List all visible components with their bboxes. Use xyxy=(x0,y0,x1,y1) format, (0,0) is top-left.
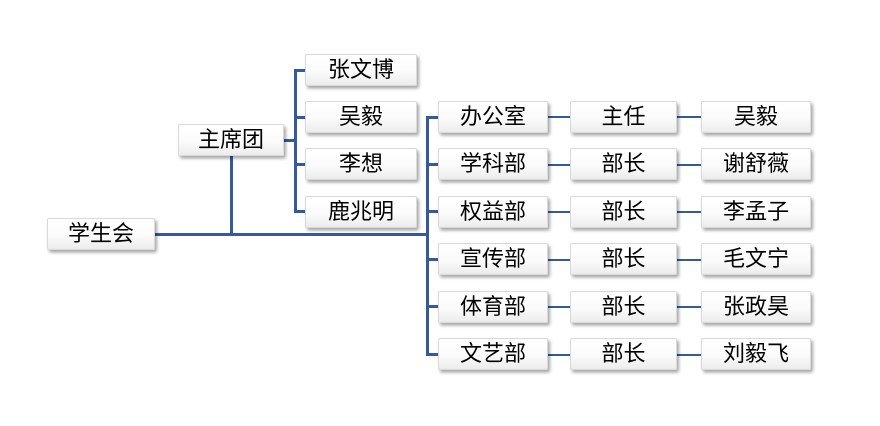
connector-dept-stub xyxy=(427,116,438,119)
org-node-title[interactable]: 部长 xyxy=(570,338,677,370)
connector-dept-stub xyxy=(427,305,438,308)
connector-member-stub xyxy=(296,116,305,119)
connector-dept-title xyxy=(548,306,570,308)
connector-title-name xyxy=(677,354,701,356)
connector-dept-stub xyxy=(427,353,438,356)
org-node-title[interactable]: 部长 xyxy=(570,148,677,180)
org-node-member[interactable]: 鹿兆明 xyxy=(305,196,417,228)
connector-dept-stub xyxy=(427,163,438,166)
connector-dept-title xyxy=(548,354,570,356)
connector-title-name xyxy=(677,116,701,118)
connector-title-name xyxy=(677,211,701,213)
org-node-title[interactable]: 部长 xyxy=(570,196,677,228)
org-node-person[interactable]: 刘毅飞 xyxy=(701,338,811,370)
connector-dept-title xyxy=(548,116,570,118)
org-node-presidium[interactable]: 主席团 xyxy=(178,124,284,156)
org-node-person[interactable]: 张政昊 xyxy=(701,291,811,323)
connector-dept-title xyxy=(548,211,570,213)
org-node-person[interactable]: 谢舒薇 xyxy=(701,148,811,180)
org-node-department[interactable]: 宣传部 xyxy=(438,243,548,275)
connector-title-name xyxy=(677,164,701,166)
org-node-person[interactable]: 李孟子 xyxy=(701,196,811,228)
connector-dept-title xyxy=(548,164,570,166)
org-node-member[interactable]: 李想 xyxy=(305,148,417,180)
connector-dept-stub xyxy=(427,210,438,213)
org-node-department[interactable]: 学科部 xyxy=(438,148,548,180)
connector-members-bracket xyxy=(294,69,297,213)
org-node-member[interactable]: 张文博 xyxy=(305,54,417,86)
connector-dept-spine xyxy=(426,116,429,356)
org-node-member[interactable]: 吴毅 xyxy=(305,101,417,133)
connector-root-main xyxy=(155,233,429,236)
org-node-department[interactable]: 权益部 xyxy=(438,196,548,228)
org-node-department[interactable]: 办公室 xyxy=(438,101,548,133)
connector-presidium-stub xyxy=(284,139,297,142)
org-node-department[interactable]: 文艺部 xyxy=(438,338,548,370)
connector-title-name xyxy=(677,306,701,308)
connector-presidium-drop xyxy=(230,156,233,235)
org-node-title[interactable]: 部长 xyxy=(570,243,677,275)
org-node-root[interactable]: 学生会 xyxy=(47,218,155,250)
org-node-department[interactable]: 体育部 xyxy=(438,291,548,323)
org-node-title[interactable]: 部长 xyxy=(570,291,677,323)
org-node-title[interactable]: 主任 xyxy=(570,101,677,133)
connector-dept-stub xyxy=(427,258,438,261)
connector-title-name xyxy=(677,259,701,261)
connector-member-stub xyxy=(296,210,305,213)
connector-member-stub xyxy=(296,163,305,166)
org-node-person[interactable]: 毛文宁 xyxy=(701,243,811,275)
connector-member-stub xyxy=(296,69,305,72)
connector-dept-title xyxy=(548,259,570,261)
org-node-person[interactable]: 吴毅 xyxy=(701,101,811,133)
